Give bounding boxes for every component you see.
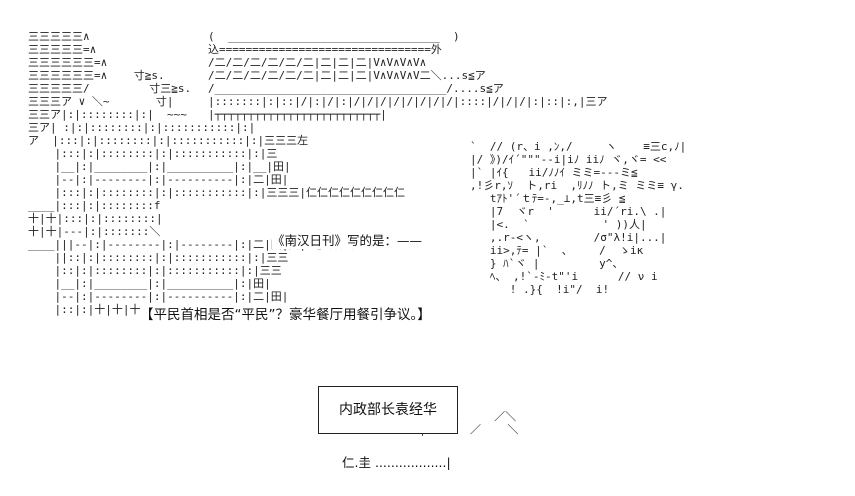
pagoda-roof-art: ( ________________________________ ) 込==…	[208, 30, 608, 121]
name-caption: 仁.圭 ..................|	[342, 452, 451, 471]
character-figure-art: ` // (r、i ,ﾝ,/ ヽ ≡三c,ﾉ| |/ 》)/ｲ´"""--i|i…	[470, 140, 687, 296]
minister-title-box: 内政部长袁经华	[318, 386, 458, 434]
headline-caption: 【平民首相是否“平民”？豪华餐厅用餐引争议。】	[140, 303, 431, 323]
newspaper-caption: 《南汉日刊》写的是：——	[272, 230, 423, 249]
